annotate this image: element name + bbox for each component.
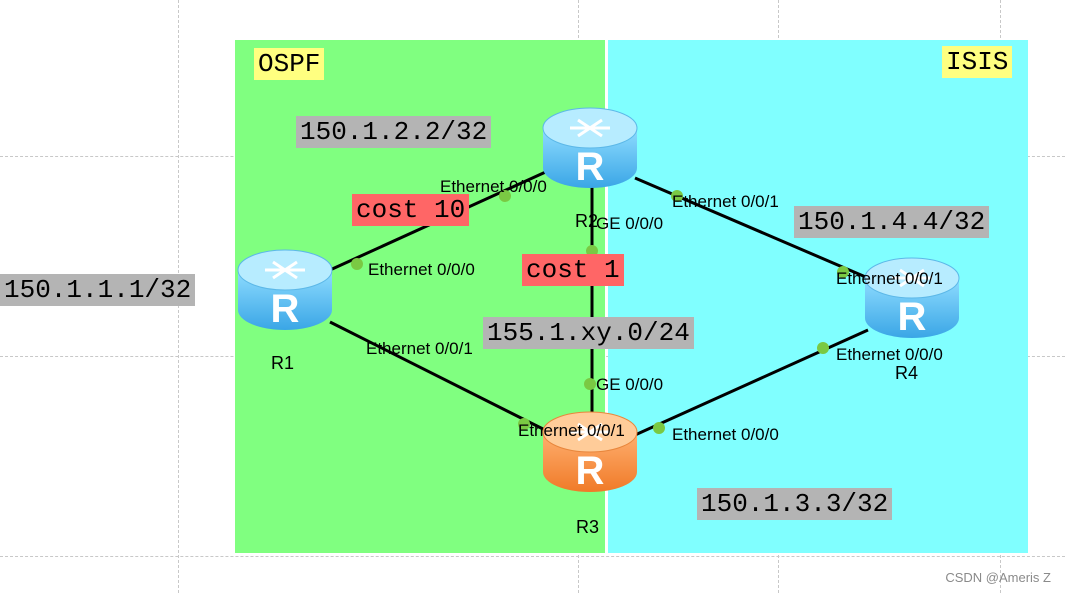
svg-text:R: R — [576, 449, 605, 493]
r4-loopback-label: 150.1.4.4/32 — [794, 206, 990, 238]
router-r1-icon[interactable]: R — [235, 248, 335, 332]
isis-area-label: ISIS — [942, 46, 1013, 78]
r1-loopback-label: 150.1.1.1/32 — [0, 274, 196, 306]
watermark: CSDN @Ameris Z — [945, 570, 1051, 585]
port-dot — [837, 266, 849, 278]
router-r4-icon[interactable]: R — [862, 256, 962, 340]
r3-ge000-label: GE 0/0/0 — [596, 375, 664, 394]
port-dot — [671, 190, 683, 202]
port-dot — [817, 342, 829, 354]
cost-r1-r2-label: cost 10 — [352, 194, 470, 226]
r2-ge000-label: GE 0/0/0 — [596, 214, 664, 233]
router-name-r1: R1 — [271, 353, 295, 373]
r4-eth000-label: Ethernet 0/0/0 — [836, 345, 943, 364]
r1-eth000-label: Ethernet 0/0/0 — [368, 260, 475, 279]
r2-loopback-label: 150.1.2.2/32 — [296, 116, 492, 148]
link-r3-r4[interactable] — [634, 328, 869, 437]
port-dot — [499, 190, 511, 202]
r2-eth001-label: Ethernet 0/0/1 — [672, 192, 779, 211]
r3-eth001-label: Ethernet 0/0/1 — [518, 421, 625, 440]
svg-text:R: R — [576, 145, 605, 189]
router-r3-icon[interactable]: R — [540, 410, 640, 494]
guide-line — [0, 556, 1065, 557]
port-dot — [351, 258, 363, 270]
r3-loopback-label: 150.1.3.3/32 — [697, 488, 893, 520]
router-name-r4: R4 — [895, 363, 919, 383]
subnet-r2-r3-label: 155.1.xy.0/24 — [483, 317, 694, 349]
link-r1-r3[interactable] — [329, 320, 546, 432]
router-name-r2: R2 — [575, 211, 599, 231]
svg-text:R: R — [898, 295, 927, 339]
r1-eth001-label: Ethernet 0/0/1 — [366, 339, 473, 358]
svg-text:R: R — [271, 287, 300, 331]
port-dot — [518, 418, 530, 430]
router-name-r3: R3 — [576, 517, 600, 537]
router-r2-icon[interactable]: R — [540, 106, 640, 190]
cost-r2-r3-label: cost 1 — [522, 254, 624, 286]
r4-eth001-label: Ethernet 0/0/1 — [836, 269, 943, 288]
r3-eth000-label: Ethernet 0/0/0 — [672, 425, 779, 444]
ospf-area-label: OSPF — [254, 48, 325, 80]
port-dot — [653, 422, 665, 434]
port-dot — [584, 378, 596, 390]
r2-eth000-label: Ethernet 0/0/0 — [440, 177, 547, 196]
